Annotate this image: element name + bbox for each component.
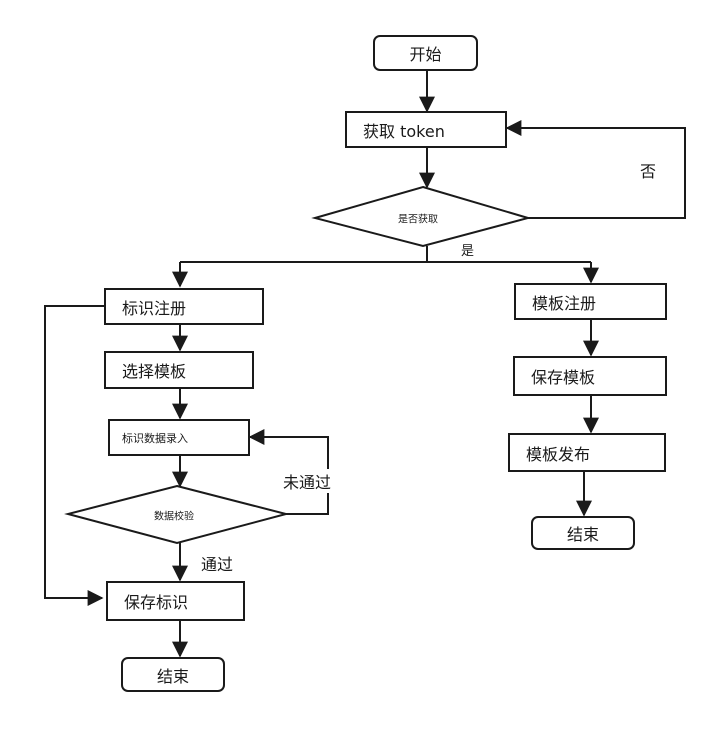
- node-mark-register: 标识注册: [104, 288, 264, 325]
- edge-label-not-passed: 未通过: [283, 469, 332, 493]
- node-template-register: 模板注册: [514, 283, 667, 320]
- node-save-template: 保存模板: [513, 356, 667, 396]
- node-choose-template: 选择模板: [104, 351, 254, 389]
- edge-label-yes: 是: [461, 240, 475, 259]
- arrow-check-no-loop: [505, 120, 686, 219]
- decision-check-obtained-label: 是否获取: [398, 214, 438, 226]
- node-end-right: 结束: [531, 516, 635, 550]
- decision-data-check-label: 数据校验: [154, 511, 194, 523]
- decision-check-obtained: [311, 185, 532, 248]
- edge-label-no: 否: [640, 158, 657, 182]
- arrow-register-bypass: [44, 305, 104, 606]
- node-save-mark: 保存标识: [106, 581, 245, 621]
- node-get-token: 获取 token: [345, 111, 507, 148]
- decision-data-check: [64, 484, 290, 545]
- edge-label-passed: 通过: [201, 551, 234, 575]
- node-mark-data-entry: 标识数据录入: [108, 419, 250, 456]
- node-end-left: 结束: [121, 657, 225, 692]
- node-start: 开始: [373, 35, 478, 71]
- node-template-publish: 模板发布: [508, 433, 666, 472]
